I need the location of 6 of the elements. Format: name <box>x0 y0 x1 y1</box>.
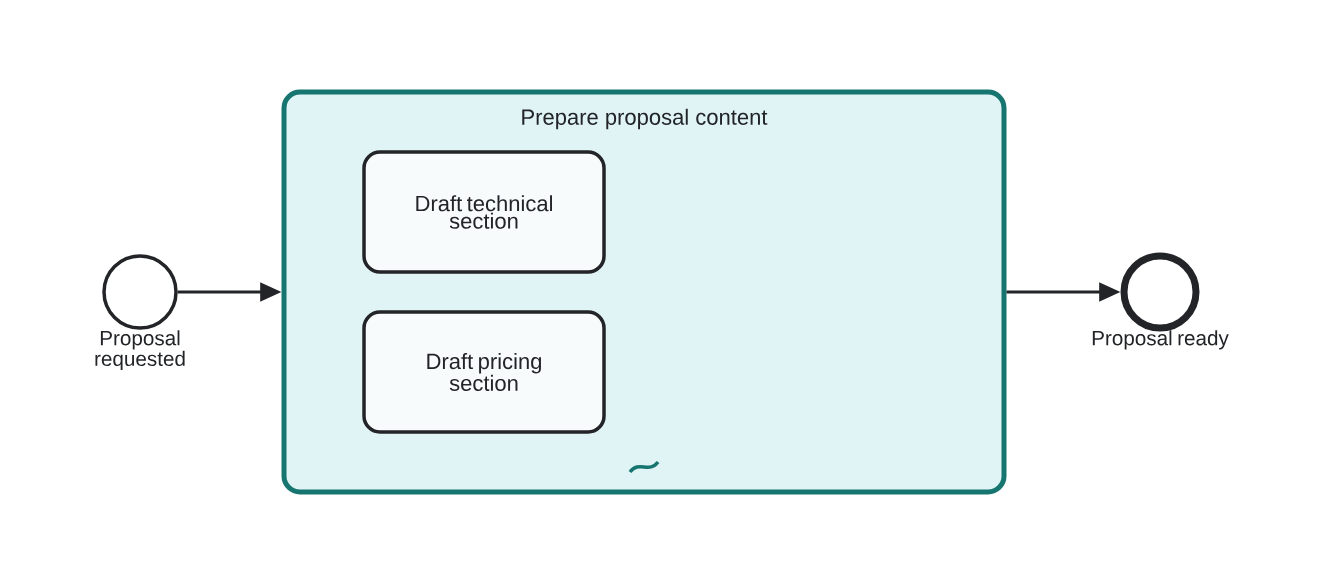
start-event-circle <box>102 254 178 330</box>
task-box: Draft technical section <box>362 150 606 274</box>
task-box: Draft pricing section <box>362 310 606 434</box>
event-label: Proposal requested <box>95 330 185 371</box>
end-event-circle <box>1120 252 1200 332</box>
event-label: Proposal ready <box>1092 330 1229 350</box>
